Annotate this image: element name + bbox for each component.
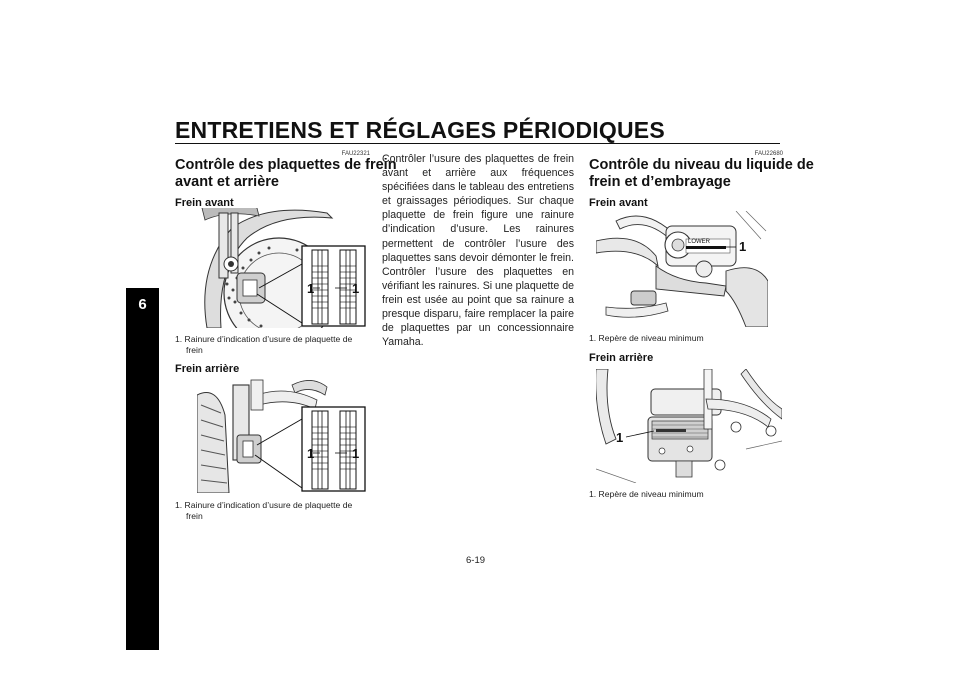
section-title-line: avant et arrière [175,174,279,190]
caption-line: frein [186,511,203,521]
page-header-title: ENTRETIENS ET RÉGLAGES PÉRIODIQUES [175,117,665,143]
rear-pad-label-left: 1 [307,446,314,461]
rear-brake-pad-caption: 1. Rainure d’indication d’usure de plaqu… [175,500,375,522]
section-code-brake-fluid: FAU22680 [754,151,783,157]
header-rule [175,143,780,144]
subheading-rear-brake: Frein arrière [175,363,240,375]
rear-brake-illustration: 1 1 [197,379,366,493]
front-pad-label-left: 1 [307,281,314,296]
subheading-front-fluid: Frein avant [589,197,648,209]
lower-mark-line [686,246,726,249]
front-brake-illustration: 1 1 [201,208,366,328]
front-brake-pad-caption: 1. Rainure d’indication d’usure de plaqu… [175,334,375,356]
rear-fluid-caption: 1. Repère de niveau minimum [589,489,704,499]
section-title-line: Contrôle du niveau du liquide de [589,157,814,173]
caption-line: 1. Rainure d’indication d’usure de plaqu… [175,500,353,510]
rear-fluid-label: 1 [616,430,623,445]
front-fluid-label: 1 [739,239,746,254]
section-title-line: Contrôle des plaquettes de frein [175,157,397,173]
section-title-brake-fluid: Contrôle du niveau du liquide de frein e… [589,157,814,191]
section-title-brake-pads: Contrôle des plaquettes de frein avant e… [175,157,397,191]
section-title-line: frein et d’embrayage [589,174,731,190]
rear-lower-mark [656,429,686,432]
rear-fluid-reservoir-figure: 1 [596,369,782,483]
caption-line: 1. Rainure d’indication d’usure de plaqu… [175,334,353,344]
front-brake-pad-figure: 1 1 [197,208,369,328]
front-pad-label-right: 1 [352,281,359,296]
lower-mark-text: LOWER [688,239,711,245]
page-number: 6-19 [466,555,486,566]
chapter-tab-number: 6 [138,296,147,313]
brake-pad-instructions-text: Contrôler l’usure des plaquettes de frei… [382,153,574,349]
rear-reservoir-illustration: 1 [596,369,782,483]
chapter-tab: 6 [126,288,159,650]
subheading-rear-fluid: Frein arrière [589,352,654,364]
front-fluid-caption: 1. Repère de niveau minimum [589,333,704,343]
subheading-front-brake: Frein avant [175,197,234,209]
caption-line: frein [186,345,203,355]
front-fluid-reservoir-figure: LOWER 1 [596,211,768,327]
rear-pad-label-right: 1 [352,446,359,461]
section-code-brake-pads: FAU22321 [341,151,370,157]
rear-brake-pad-figure: 1 1 [197,375,369,493]
front-reservoir-illustration: LOWER 1 [596,211,768,327]
